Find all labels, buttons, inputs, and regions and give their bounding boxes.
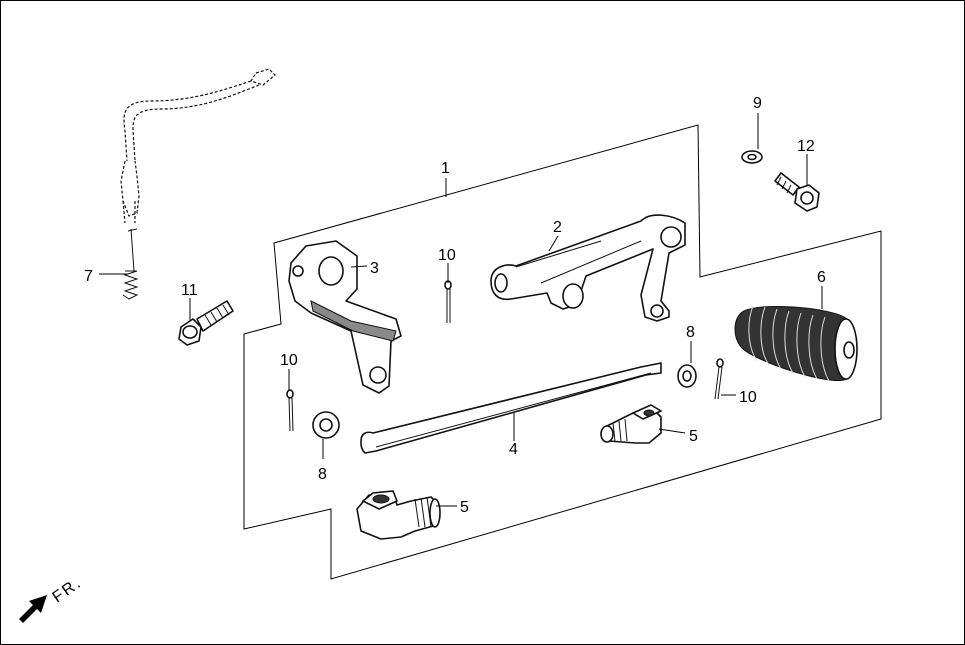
callout-3: 3 <box>370 260 379 277</box>
callout-12: 12 <box>797 138 815 155</box>
arrow-front-icon <box>19 595 47 623</box>
assembly-boundary <box>243 124 882 580</box>
spring-part-7 <box>120 68 276 300</box>
cotter-pin-part-10-a <box>444 280 452 323</box>
ball-joint-part-5-a <box>600 404 662 444</box>
washer-part-8-b <box>312 411 340 439</box>
callout-5-b: 5 <box>460 499 469 516</box>
rubber-part-6 <box>734 305 858 382</box>
callout-5-a: 5 <box>689 428 698 445</box>
callout-7: 7 <box>84 268 93 285</box>
callout-9: 9 <box>753 95 762 112</box>
direction-label: FR. <box>50 574 86 606</box>
cotter-pin-part-10-c <box>714 358 724 400</box>
bolt-part-12 <box>774 172 820 212</box>
washer-part-8-a <box>677 364 697 388</box>
callout-4: 4 <box>509 441 518 458</box>
callout-8-a: 8 <box>686 324 695 341</box>
callout-2: 2 <box>553 219 562 236</box>
washer-part-9 <box>741 150 763 164</box>
callout-8-b: 8 <box>318 466 327 483</box>
callout-6: 6 <box>817 269 826 286</box>
callout-10-a: 10 <box>438 247 456 264</box>
callout-10-b: 10 <box>280 352 298 369</box>
rod-part-4 <box>360 362 662 454</box>
callout-10-c: 10 <box>739 389 757 406</box>
ball-joint-part-5-b <box>356 490 441 540</box>
shift-pedal-part-2 <box>490 214 686 322</box>
bolt-part-11 <box>178 300 234 346</box>
callout-1: 1 <box>441 160 450 177</box>
callout-11: 11 <box>181 282 198 299</box>
leader-lines <box>99 113 823 507</box>
cotter-pin-part-10-b <box>286 389 294 432</box>
shift-arm-part-3 <box>288 240 402 394</box>
